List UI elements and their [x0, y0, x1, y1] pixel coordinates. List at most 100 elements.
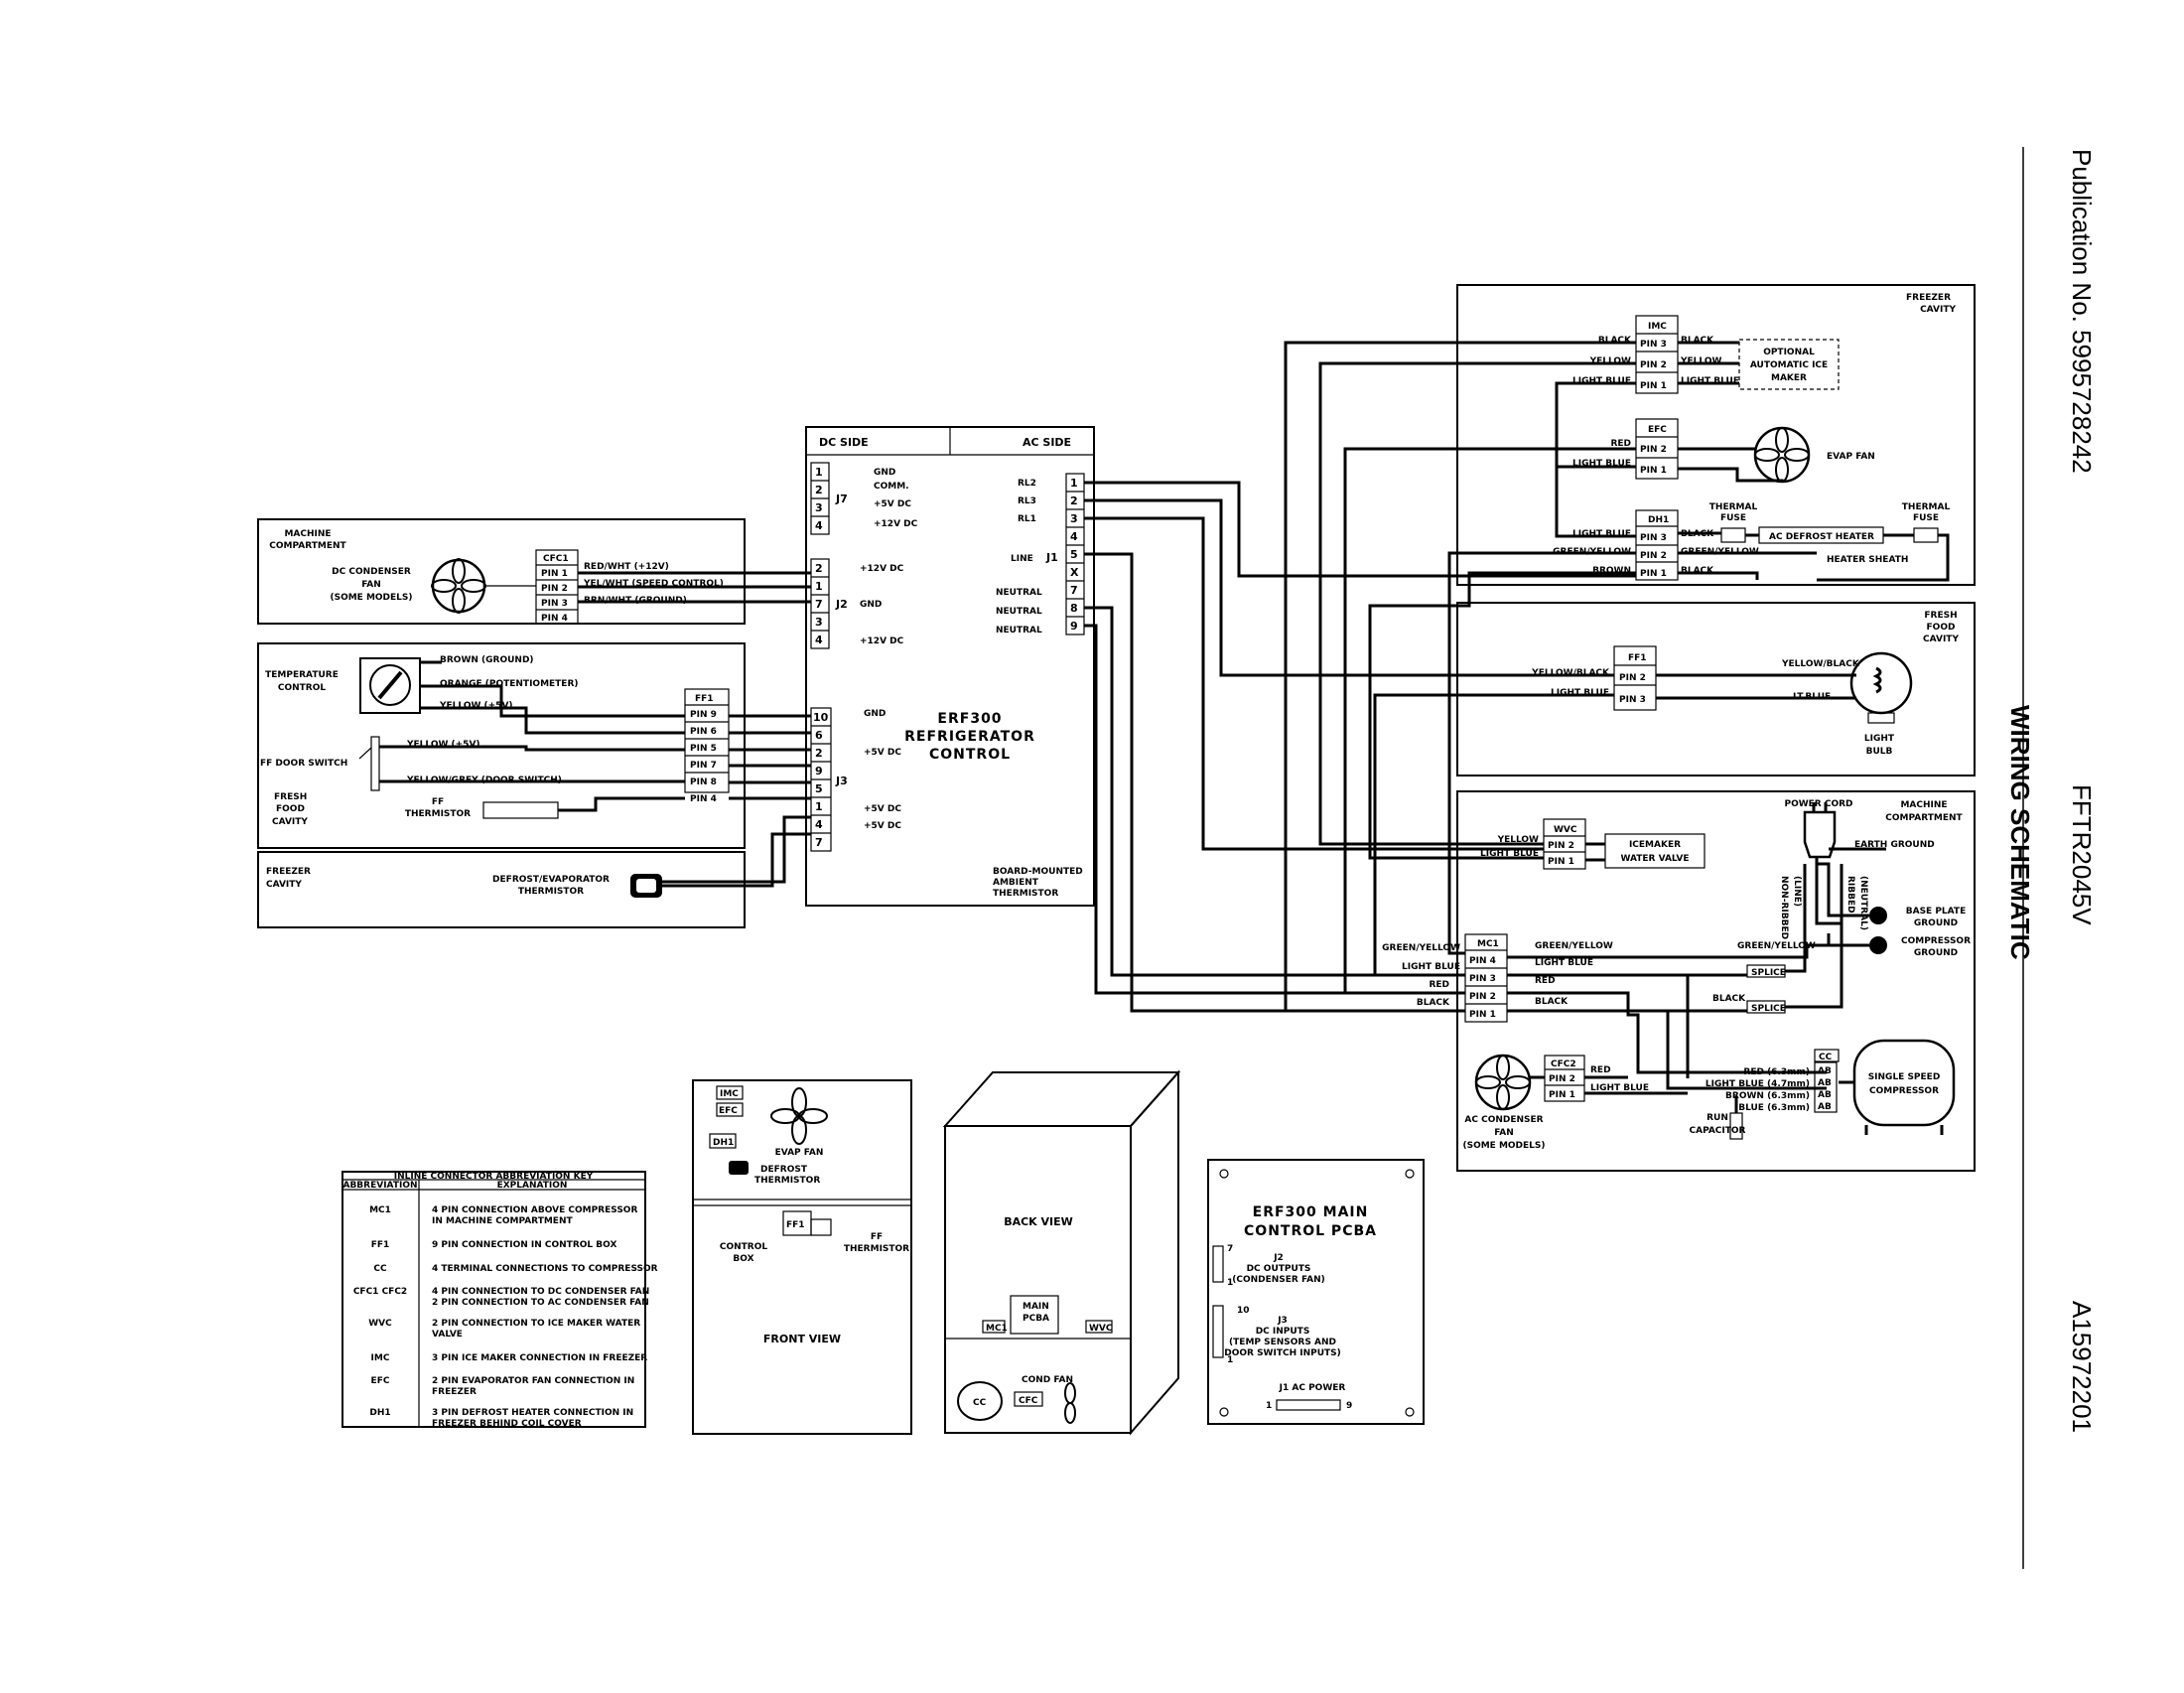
back-view-fan-icon	[1064, 1382, 1076, 1424]
svg-text:LIGHT BLUE: LIGHT BLUE	[1551, 688, 1609, 698]
svg-text:EARTH GROUND: EARTH GROUND	[1854, 840, 1935, 850]
ambient-label-3: THERMISTOR	[993, 889, 1058, 899]
svg-text:AB: AB	[1818, 1078, 1832, 1088]
svg-text:PIN 2: PIN 2	[1548, 841, 1574, 851]
schematic-title: WIRING SCHEMATIC	[2005, 705, 2035, 960]
svg-text:BROWN (GROUND): BROWN (GROUND)	[440, 655, 534, 665]
ac-side-label: AC SIDE	[1023, 436, 1071, 449]
svg-text:IMC: IMC	[720, 1089, 739, 1099]
svg-text:COMPRESSOR: COMPRESSOR	[1901, 936, 1971, 946]
svg-text:PIN 2: PIN 2	[1549, 1074, 1575, 1084]
svg-text:PIN 2: PIN 2	[1469, 992, 1496, 1002]
svg-text:RED: RED	[1535, 976, 1556, 986]
svg-text:4: 4	[1070, 530, 1078, 543]
svg-text:IMC: IMC	[371, 1353, 390, 1363]
svg-text:WATER VALVE: WATER VALVE	[1620, 854, 1689, 864]
svg-text:COND FAN: COND FAN	[1022, 1375, 1073, 1385]
ff1-connector-right: FF1 PIN 2 PIN 3	[1613, 645, 1657, 711]
svg-text:FF DOOR SWITCH: FF DOOR SWITCH	[260, 759, 347, 769]
svg-text:PIN 2: PIN 2	[1640, 445, 1667, 455]
svg-text:2: 2	[815, 562, 823, 575]
svg-text:FREEZER: FREEZER	[432, 1387, 477, 1397]
svg-text:CFC1: CFC1	[543, 554, 569, 564]
svg-text:(NEUTRAL): (NEUTRAL)	[1858, 876, 1868, 930]
svg-text:GREEN/YELLOW: GREEN/YELLOW	[1535, 941, 1613, 951]
svg-text:EFC: EFC	[719, 1106, 738, 1116]
svg-text:BLACK: BLACK	[1681, 566, 1714, 576]
svg-text:LIGHT BLUE: LIGHT BLUE	[1681, 376, 1739, 386]
defrost-thermistor-icon	[630, 874, 662, 898]
svg-text:CONTROL PCBA: CONTROL PCBA	[1244, 1223, 1377, 1239]
svg-text:FREEZER: FREEZER	[266, 867, 311, 877]
svg-text:10: 10	[1237, 1306, 1250, 1316]
svg-text:PIN 3: PIN 3	[1640, 533, 1667, 543]
svg-text:4: 4	[815, 519, 823, 532]
svg-text:THERMISTOR: THERMISTOR	[518, 887, 584, 897]
svg-text:CFC2: CFC2	[1551, 1059, 1576, 1069]
svg-text:DOOR SWITCH INPUTS): DOOR SWITCH INPUTS)	[1224, 1348, 1341, 1358]
svg-text:GREEN/YELLOW: GREEN/YELLOW	[1382, 943, 1460, 953]
wvc-connector: WVC PIN 2 PIN 1	[1543, 818, 1586, 870]
svg-text:+12V DC: +12V DC	[860, 564, 904, 574]
svg-text:LIGHT BLUE (4.7mm): LIGHT BLUE (4.7mm)	[1706, 1079, 1810, 1089]
svg-text:6: 6	[815, 729, 823, 742]
svg-text:RED: RED	[1610, 439, 1631, 449]
machine-compartment-right: MACHINE COMPARTMENT POWER CORD EARTH GRO…	[1382, 790, 1976, 1172]
svg-text:1: 1	[815, 466, 823, 479]
svg-text:CFC: CFC	[1019, 1396, 1038, 1406]
svg-text:PIN 6: PIN 6	[690, 727, 717, 737]
svg-text:(LINE): (LINE)	[1792, 876, 1802, 907]
svg-text:RED: RED	[1429, 980, 1449, 990]
svg-text:DEFROST/EVAPORATOR: DEFROST/EVAPORATOR	[492, 875, 610, 885]
svg-text:MAIN: MAIN	[1023, 1302, 1049, 1312]
svg-text:+5V DC: +5V DC	[874, 499, 911, 509]
svg-text:(SOME MODELS): (SOME MODELS)	[330, 593, 412, 603]
svg-text:LIGHT BLUE: LIGHT BLUE	[1402, 962, 1460, 972]
j3-label: J3	[835, 775, 848, 787]
svg-text:FUSE: FUSE	[1913, 513, 1939, 523]
svg-text:DH1: DH1	[713, 1138, 734, 1148]
j1-label: J1	[1045, 551, 1058, 564]
svg-text:9: 9	[815, 765, 823, 777]
svg-text:CC: CC	[373, 1264, 387, 1274]
svg-text:EVAP FAN: EVAP FAN	[775, 1148, 824, 1158]
svg-text:4: 4	[815, 634, 823, 646]
svg-text:+12V DC: +12V DC	[874, 519, 918, 529]
svg-text:COMPARTMENT: COMPARTMENT	[269, 541, 346, 551]
svg-text:1: 1	[1070, 477, 1078, 490]
svg-text:THERMAL: THERMAL	[1709, 502, 1758, 512]
svg-text:AB: AB	[1818, 1090, 1832, 1100]
light-bulb-icon	[1849, 651, 1913, 724]
svg-text:ERF300 MAIN: ERF300 MAIN	[1253, 1204, 1369, 1220]
svg-text:CAVITY: CAVITY	[272, 817, 308, 827]
svg-text:FOOD: FOOD	[1927, 623, 1956, 633]
svg-text:4 PIN CONNECTION TO DC CONDENS: 4 PIN CONNECTION TO DC CONDENSER FAN	[432, 1287, 649, 1297]
dh1-connector: DH1 PIN 3 PIN 2 PIN 1	[1635, 509, 1679, 581]
svg-text:BLACK: BLACK	[1417, 998, 1450, 1008]
svg-text:PCBA: PCBA	[1023, 1314, 1049, 1324]
svg-text:2: 2	[815, 747, 823, 760]
mc1-connector: MC1 PIN 4 PIN 3 PIN 2 PIN 1	[1464, 933, 1508, 1023]
front-view: IMC EFC DH1 EVAP FAN DEFROST THERMISTOR …	[692, 1079, 912, 1435]
splice-1: SPLICE	[1746, 964, 1786, 978]
erf300-control-board: DC SIDE AC SIDE ERF300 REFRIGERATOR CONT…	[805, 426, 1095, 907]
svg-text:AB: AB	[1818, 1102, 1832, 1112]
svg-text:FRONT VIEW: FRONT VIEW	[763, 1333, 841, 1345]
svg-text:MACHINE: MACHINE	[1900, 800, 1947, 810]
svg-text:IN MACHINE COMPARTMENT: IN MACHINE COMPARTMENT	[432, 1216, 573, 1226]
svg-text:FF1: FF1	[695, 694, 714, 704]
svg-text:CONTROL: CONTROL	[278, 683, 327, 693]
svg-text:DC INPUTS: DC INPUTS	[1256, 1327, 1310, 1337]
svg-text:PIN 1: PIN 1	[1549, 1090, 1575, 1100]
svg-text:BROWN: BROWN	[1592, 566, 1631, 576]
svg-text:5: 5	[1070, 548, 1078, 561]
publication-number: Publication No. 5995728242	[2067, 149, 2097, 474]
svg-text:GROUND: GROUND	[1914, 948, 1958, 958]
svg-text:YELLOW/BLACK: YELLOW/BLACK	[1531, 668, 1610, 678]
temperature-control-dial-icon	[359, 657, 421, 714]
main-control-pcba: ERF300 MAIN CONTROL PCBA 7 1 J2 DC OUTPU…	[1207, 1159, 1425, 1425]
svg-text:2 PIN CONNECTION TO AC CONDENS: 2 PIN CONNECTION TO AC CONDENSER FAN	[432, 1298, 649, 1308]
svg-text:PIN 1: PIN 1	[1640, 381, 1667, 391]
svg-text:MAKER: MAKER	[1771, 373, 1807, 383]
